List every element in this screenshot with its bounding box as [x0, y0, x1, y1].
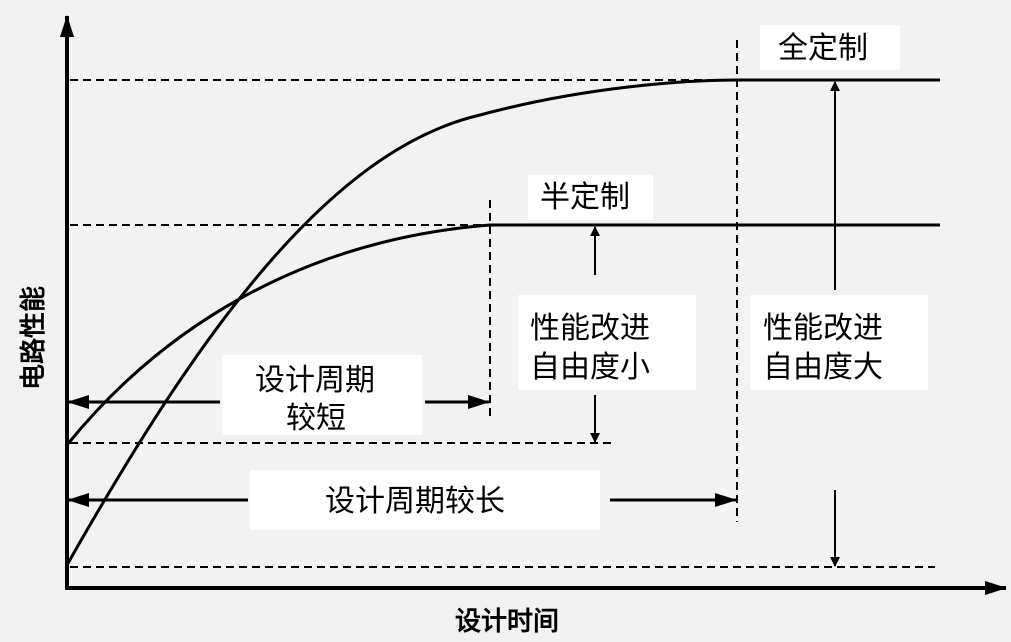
short-cycle-label-1: 设计周期	[255, 363, 375, 398]
full-custom-curve	[65, 78, 940, 566]
short-cycle-label-2: 较短	[286, 401, 346, 436]
long-cycle-label: 设计周期较长	[325, 484, 505, 519]
semi-custom-label: 半定制	[540, 180, 630, 215]
full-custom-label: 全定制	[778, 31, 868, 66]
y-axis-label: 电路性能	[18, 286, 49, 390]
large-freedom-label-2: 自由度大	[763, 350, 883, 385]
semi-custom-curve	[65, 223, 940, 446]
small-freedom-label-1: 性能改进	[530, 311, 650, 346]
large-freedom-label-1: 性能改进	[763, 311, 883, 346]
x-axis-label: 设计时间	[455, 607, 559, 637]
small-freedom-label-2: 自由度小	[530, 350, 650, 385]
